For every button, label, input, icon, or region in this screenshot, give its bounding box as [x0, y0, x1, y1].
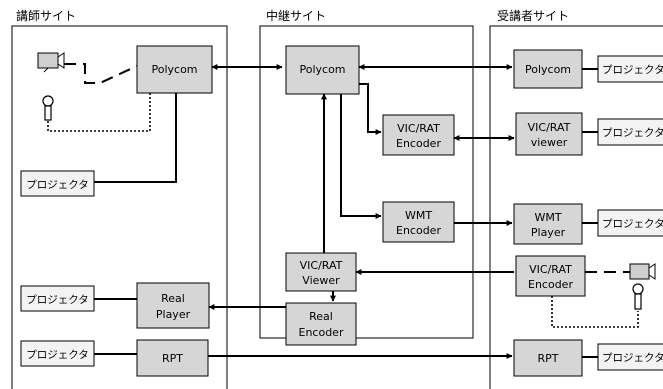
i-polycom-box: Polycom	[136, 45, 213, 94]
edge-mic-s-vicrat-encoder	[551, 296, 639, 328]
s-projector-1-label: プロジェクタ	[602, 64, 663, 76]
s-vicrat-encoder-label-2: Encoder	[528, 278, 573, 291]
i-projector-2-label: プロジェクタ	[26, 294, 89, 306]
i-real-player-label-2: Player	[156, 308, 191, 321]
camera-icon	[629, 263, 656, 280]
student-site-title: 受講者サイト	[497, 8, 569, 23]
i-rpt-label: RPT	[162, 352, 183, 365]
r-vicrat-viewer-box: VIC/RAT Viewer	[285, 252, 357, 292]
s-projector-3-box: プロジェクタ	[597, 209, 663, 237]
r-polycom-label: Polycom	[299, 63, 345, 76]
instructor-site-frame	[11, 25, 228, 389]
edge-mic-i-polycom	[47, 93, 151, 132]
i-rpt-box: RPT	[136, 339, 209, 377]
i-projector-2-box: プロジェクタ	[20, 285, 95, 312]
s-wmt-player-label-1: WMT	[534, 211, 561, 224]
s-vicrat-viewer-label-2: viewer	[531, 136, 568, 149]
instructor-site-title: 講師サイト	[16, 8, 76, 23]
s-polycom-label: Polycom	[525, 63, 571, 76]
r-polycom-box: Polycom	[285, 45, 360, 95]
microphone-icon	[632, 283, 644, 310]
r-real-encoder-box: Real Encoder	[285, 302, 357, 346]
r-vicrat-encoder-label-2: Encoder	[396, 137, 441, 150]
camera-icon	[37, 52, 65, 73]
edge-r-polycom-wmt-encoder	[340, 94, 382, 219]
i-projector-1-label: プロジェクタ	[26, 179, 89, 191]
s-projector-4-box: プロジェクタ	[597, 343, 663, 371]
i-projector-3-box: プロジェクタ	[20, 340, 95, 367]
r-vicrat-encoder-box: VIC/RAT Encoder	[382, 114, 455, 156]
s-rpt-label: RPT	[538, 352, 559, 365]
s-vicrat-encoder-label-1: VIC/RAT	[529, 263, 572, 276]
s-projector-2-box: プロジェクタ	[597, 118, 663, 146]
s-vicrat-encoder-box: VIC/RAT Encoder	[515, 255, 586, 297]
i-real-player-label-1: Real	[161, 292, 185, 305]
microphone-icon	[42, 95, 54, 121]
s-wmt-player-box: WMT Player	[513, 203, 583, 245]
i-projector-1-box: プロジェクタ	[20, 170, 95, 197]
edge-r-polycom-vicrat-encoder	[359, 83, 382, 135]
s-vicrat-viewer-box: VIC/RAT viewer	[515, 112, 583, 156]
s-polycom-box: Polycom	[513, 49, 583, 89]
s-wmt-player-label-2: Player	[531, 226, 566, 239]
r-wmt-encoder-box: WMT Encoder	[382, 201, 455, 243]
r-vicrat-viewer-label-2: Viewer	[302, 274, 340, 287]
r-real-encoder-label-2: Encoder	[299, 326, 344, 339]
edge-camera-i-polycom	[64, 63, 138, 84]
i-polycom-label: Polycom	[151, 63, 197, 76]
r-real-encoder-label-1: Real	[309, 310, 333, 323]
r-vicrat-encoder-label-1: VIC/RAT	[397, 122, 440, 135]
i-real-player-box: Real Player	[136, 282, 210, 329]
s-vicrat-viewer-label-1: VIC/RAT	[528, 121, 571, 134]
s-rpt-box: RPT	[513, 339, 583, 377]
r-vicrat-viewer-label-1: VIC/RAT	[300, 259, 343, 272]
s-projector-4-label: プロジェクタ	[602, 352, 663, 364]
student-site-frame	[489, 25, 663, 389]
r-wmt-encoder-label-1: WMT	[405, 209, 432, 222]
r-wmt-encoder-label-2: Encoder	[396, 224, 441, 237]
relay-site-title: 中継サイト	[266, 8, 326, 23]
s-projector-1-box: プロジェクタ	[597, 55, 663, 83]
i-projector-3-label: プロジェクタ	[26, 349, 89, 361]
s-projector-3-label: プロジェクタ	[602, 218, 663, 230]
s-projector-2-label: プロジェクタ	[602, 127, 663, 139]
edge-i-polycom-projector	[94, 93, 177, 183]
relay-site-frame	[259, 25, 474, 339]
